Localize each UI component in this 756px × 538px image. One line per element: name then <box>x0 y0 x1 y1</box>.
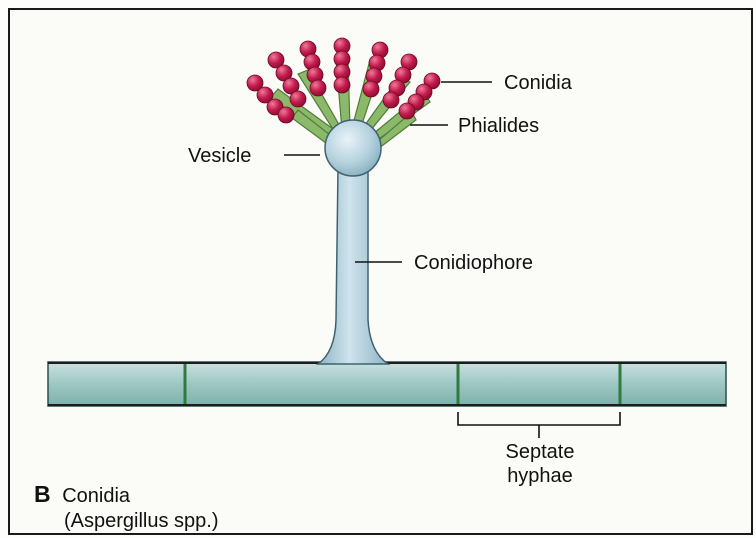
figure-caption: B Conidia (Aspergillus spp.) <box>34 480 219 534</box>
label-conidia: Conidia <box>504 73 572 93</box>
caption-title: Conidia <box>62 485 130 507</box>
label-conidiophore: Conidiophore <box>414 253 533 273</box>
vesicle <box>325 120 381 176</box>
septate-hypha <box>48 362 726 406</box>
label-vesicle: Vesicle <box>188 146 251 166</box>
label-phialides: Phialides <box>458 116 539 136</box>
label-septate-line1: Septate <box>470 440 610 464</box>
panel-letter: B <box>34 481 51 507</box>
caption-subtitle: (Aspergillus spp.) <box>34 509 219 534</box>
label-septate-line2: hyphae <box>470 464 610 488</box>
caption-title-line: B Conidia <box>34 480 219 509</box>
label-septate-hyphae: Septate hyphae <box>470 440 610 488</box>
